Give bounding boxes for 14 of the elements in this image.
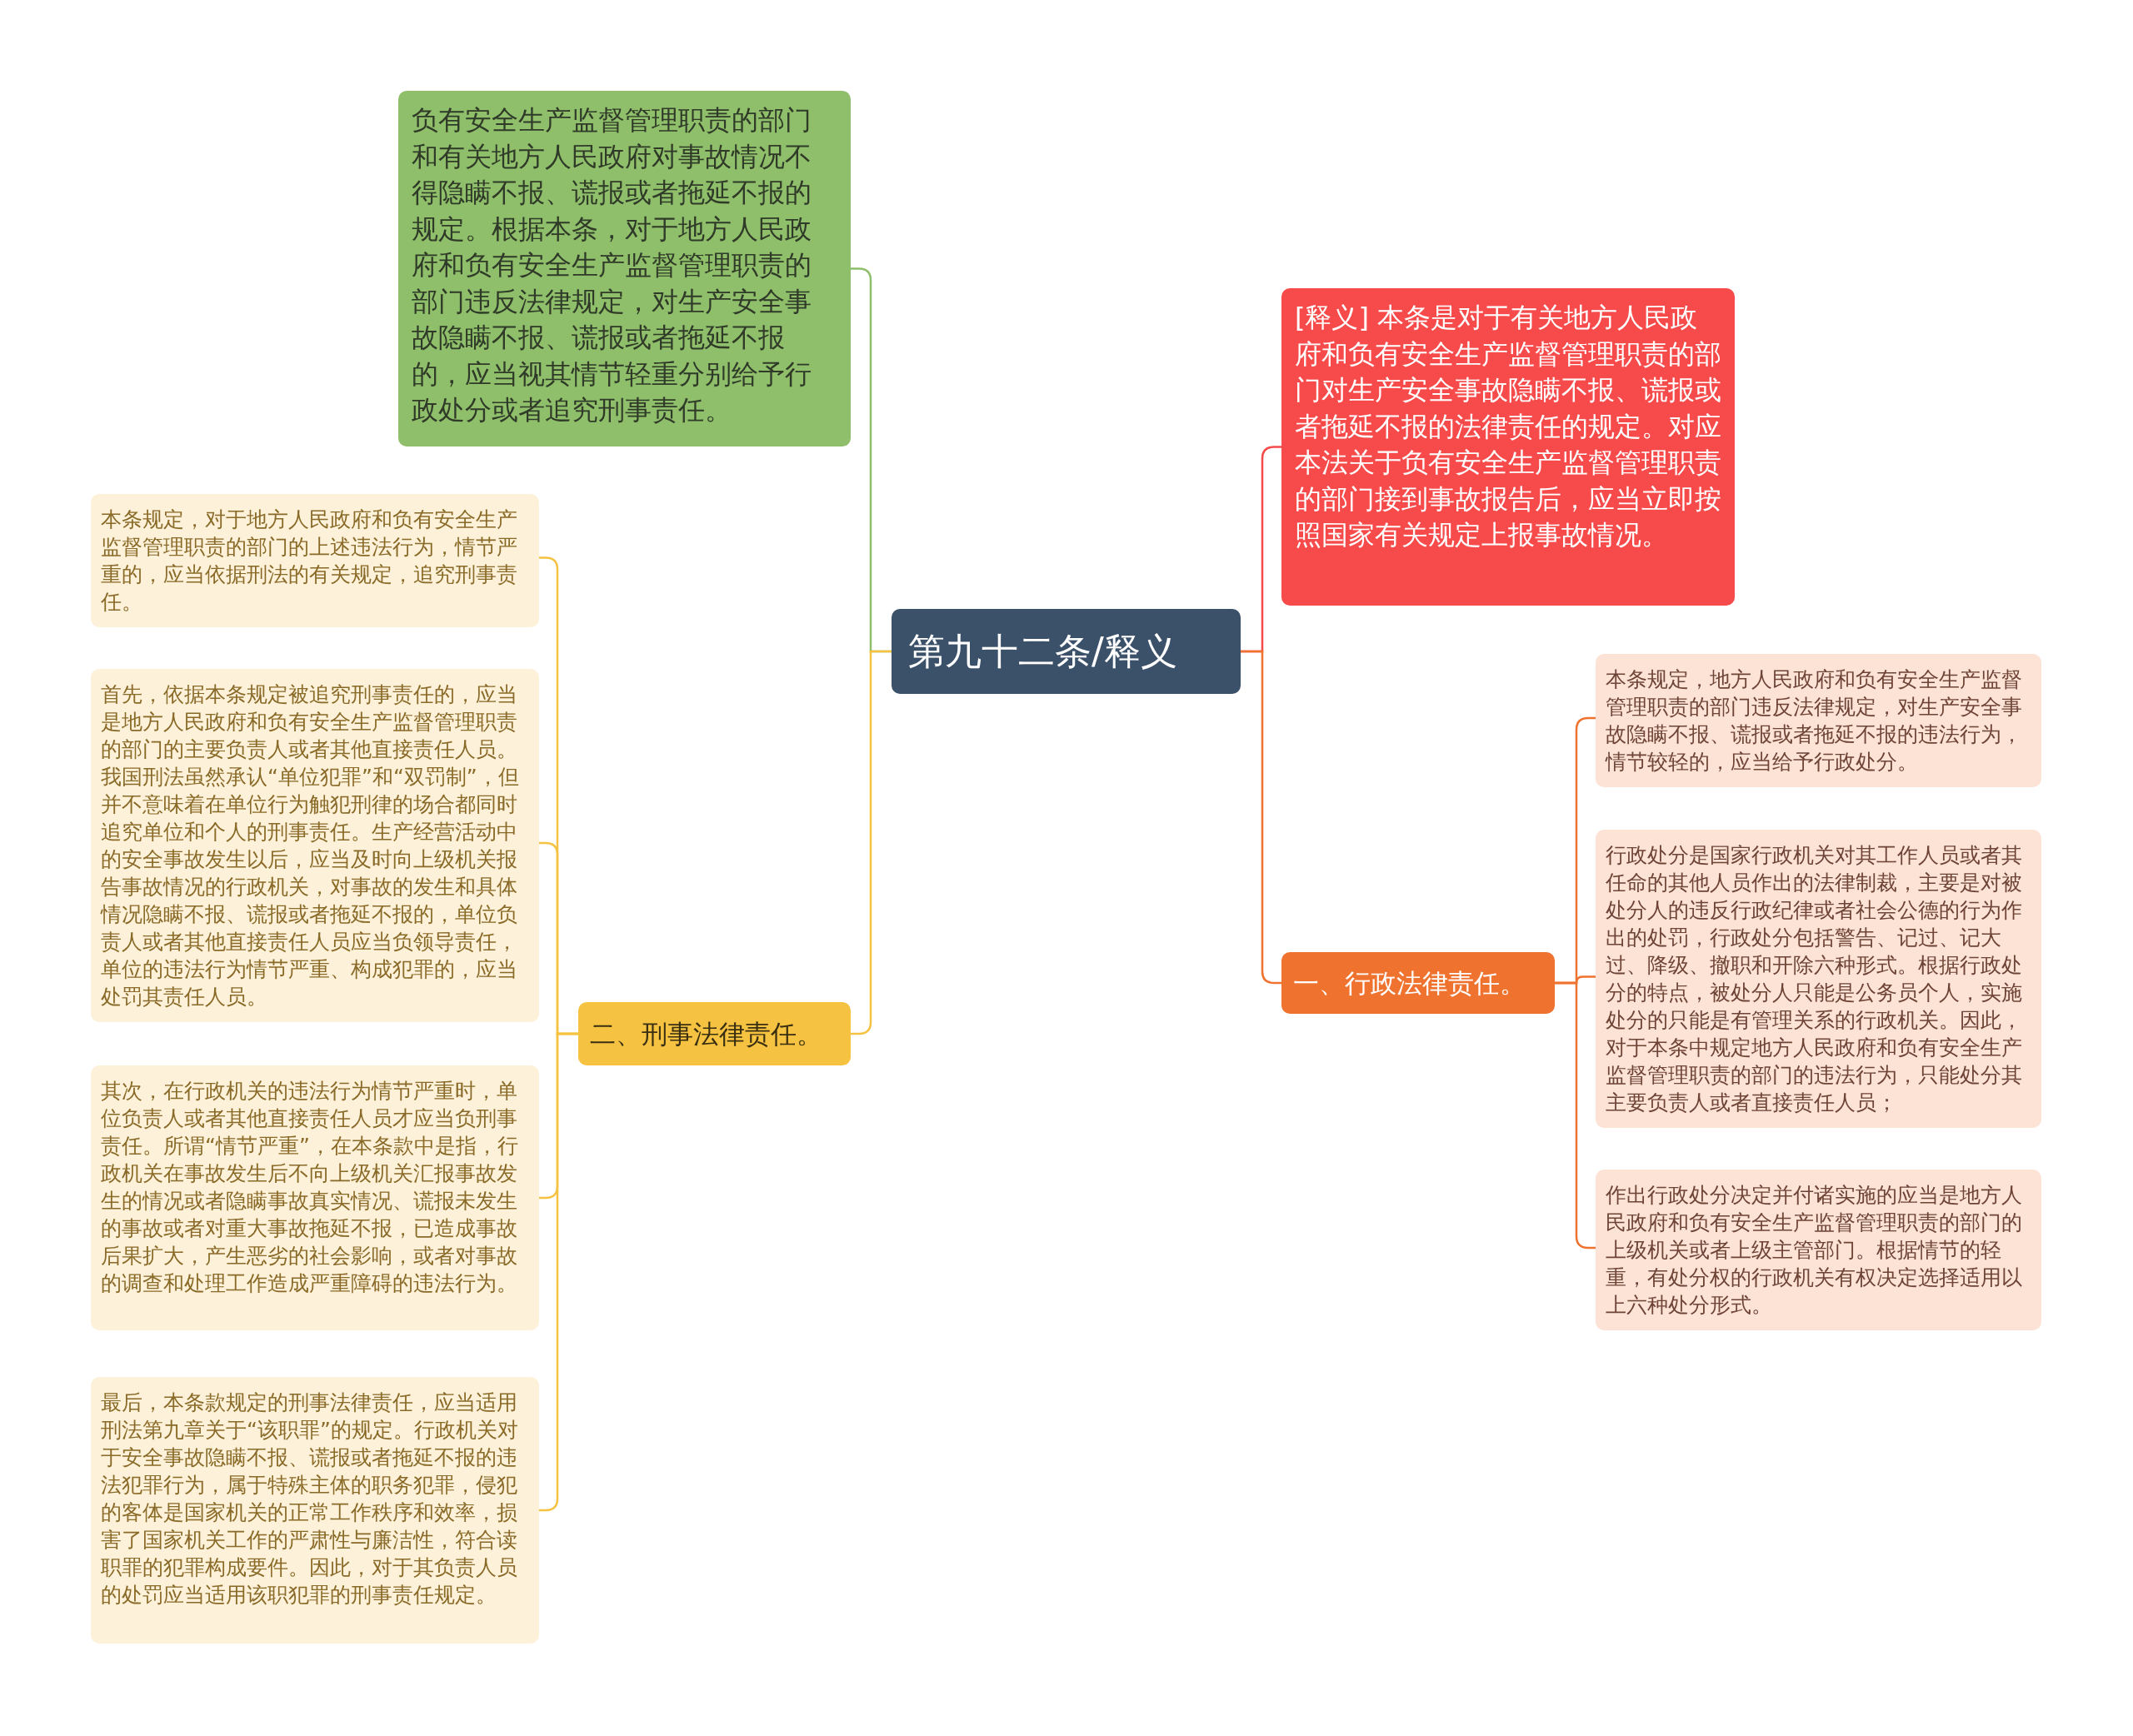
note-box: 本条规定，地方人民政府和负有安全生产监督管理职责的部门违反法律规定，对生产安全事故隐瞒不报、谎报或者拖延不报的违法行为，情节较轻的，应当给予行政处分。 bbox=[1596, 654, 2041, 787]
note-box: 其次，在行政机关的违法行为情节严重时，单位负责人或者其他直接责任人员才应当负刑事责任。所谓“情节严重”，在本条款中是指，行政机关在事故发生后不向上级机关汇报事故发生的情况或者隐瞒事故真实情况、谎报未发生的事故或者对重大事故拖延不报，已造成事故后果扩大，产生恶劣的社会影响，或者对事故的调查和处理工作造成严重障碍的违法行为。 bbox=[91, 1065, 539, 1330]
note-box: 行政处分是国家行政机关对其工作人员或者其任命的其他人员作出的法律制裁，主要是对被处分人的违反行政纪律或者社会公德的行为作出的处罚，行政处分包括警告、记过、记大过、降级、撤职和开除六种形式。根据行政处分的特点，被处分人只能是公务员个人，实施处分的只能是有管理关系的行政机关。因此，对于本条中规定地方人民政府和负有安全生产监督管理职责的部门的违法行为，只能处分其主要负责人或者直接责任人员； bbox=[1596, 830, 2041, 1128]
note-box: 首先，依据本条规定被追究刑事责任的，应当是地方人民政府和负有安全生产监督管理职责的部门的主要负责人或者其他直接责任人员。我国刑法虽然承认“单位犯罪”和“双罚制”，但并不意味着在单位行为触犯刑律的场合都同时追究单位和个人的刑事责任。生产经营活动中的安全事故发生以后，应当及时向上级机关报告事故情况的行政机关，对事故的发生和具体情况隐瞒不报、谎报或者拖延不报的，单位负责人或者其他直接责任人员应当负领导责任，单位的违法行为情节严重、构成犯罪的，应当处罚其责任人员。 bbox=[91, 669, 539, 1022]
connector-line bbox=[1241, 650, 1281, 985]
branch-box: 二、刑事法律责任。 bbox=[578, 1002, 851, 1065]
note-box: 最后，本条款规定的刑事法律责任，应当适用刑法第九章关于“该职罪”的规定。行政机关对于安全事故隐瞒不报、谎报或者拖延不报的违法犯罪行为，属于特殊主体的职务犯罪，侵犯的客体是国家机关的正常工作秩序和效率，损害了国家机关工作的严肃性与廉洁性，符合读职罪的犯罪构成要件。因此，对于其负责人员的处罚应当适用该职犯罪的刑事责任规定。 bbox=[91, 1377, 539, 1644]
topic-box: [释义] 本条是对于有关地方人民政府和负有安全生产监督管理职责的部门对生产安全事故隐瞒不报、谎报或者拖延不报的法律责任的规定。对应本法关于负有安全生产监督管理职责的部门接到事故报告后，应当立即按照国家有关规定上报事故情况。 bbox=[1281, 288, 1735, 606]
topic-box: 负有安全生产监督管理职责的部门和有关地方人民政府对事故情况不得隐瞒不报、谎报或者拖延不报的规定。根据本条，对于地方人民政府和负有安全生产监督管理职责的部门违反法律规定，对生产安全事故隐瞒不报、谎报或者拖延不报的，应当视其情节轻重分别给予行政处分或者追究刑事责任。 bbox=[398, 91, 851, 446]
root-topic-box: 第九十二条/释义 bbox=[892, 609, 1241, 694]
note-box: 作出行政处分决定并付诸实施的应当是地方人民政府和负有安全生产监督管理职责的部门的上级机关或者上级主管部门。根据情节的轻重，有处分权的行政机关有权决定选择适用以上六种处分形式。 bbox=[1596, 1170, 2041, 1330]
branch-box: 一、行政法律责任。 bbox=[1281, 952, 1555, 1014]
note-box: 本条规定，对于地方人民政府和负有安全生产监督管理职责的部门的上述违法行为，情节严重的，应当依据刑法的有关规定，追究刑事责任。 bbox=[91, 494, 539, 627]
connector-line bbox=[1555, 981, 1596, 1250]
